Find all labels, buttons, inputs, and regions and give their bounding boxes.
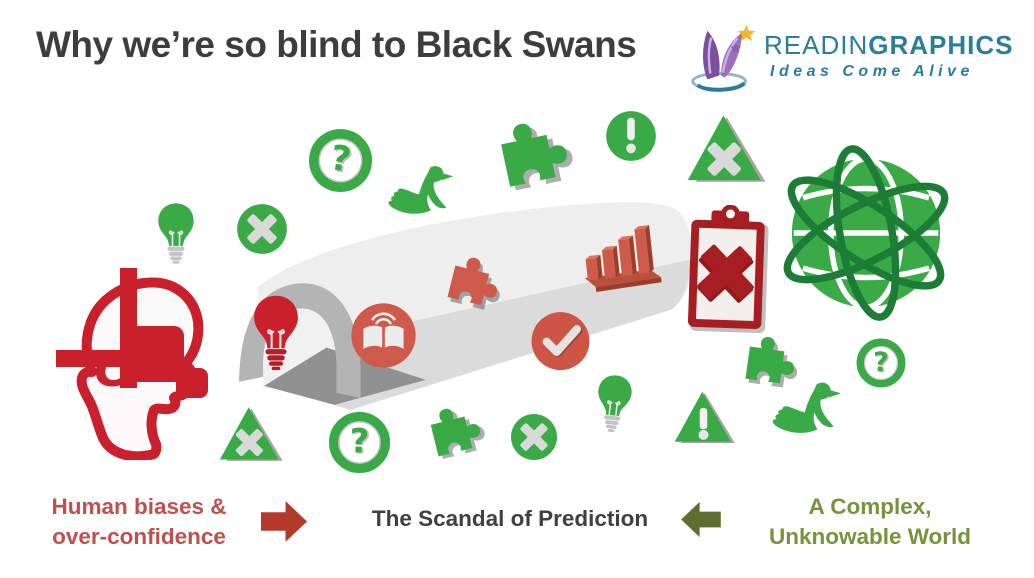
bar-chart-icon <box>575 220 665 294</box>
brand-logo: READINGRAPHICS Ideas Come Alive <box>684 16 1024 100</box>
question-ring-icon <box>303 123 379 199</box>
page-title: Why we’re so blind to Black Swans <box>36 24 637 65</box>
clipboard-x-icon <box>683 204 774 336</box>
warning-triangle-icon <box>671 387 736 449</box>
blindfolded-head-icon <box>56 264 216 460</box>
label-scandal-of-prediction: The Scandal of Prediction <box>371 506 649 531</box>
exclamation-circle-icon <box>604 109 658 163</box>
label-human-biases-line2: over-confidence <box>52 524 226 549</box>
brand-name: READINGRAPHICS <box>764 30 1014 61</box>
brand-logo-icon <box>684 18 762 98</box>
right-arrow-icon <box>261 500 308 543</box>
brand-name-regular: READIN <box>764 30 869 60</box>
lightbulb-icon <box>154 202 198 270</box>
brand-name-bold: GRAPHICS <box>868 30 1014 60</box>
puzzle-icon <box>484 103 579 200</box>
brand-tagline: Ideas Come Alive <box>770 63 974 80</box>
left-arrow-icon <box>677 501 724 538</box>
swan-icon <box>770 380 844 442</box>
check-circle-icon <box>527 309 594 372</box>
question-ring-icon <box>327 410 392 475</box>
triangle-x-icon <box>683 112 767 190</box>
label-complex-world-line2: Unknowable World <box>768 524 972 549</box>
open-book-circle-icon <box>350 302 417 369</box>
label-complex-world-line1: A Complex, <box>808 494 932 519</box>
lightbulb-icon <box>587 372 640 441</box>
red-lightbulb-icon <box>249 294 303 378</box>
label-complex-world: A Complex, Unknowable World <box>740 492 1000 552</box>
globe-orbits-icon <box>773 144 959 322</box>
circle-x-icon <box>509 412 559 462</box>
triangle-x-icon <box>216 404 284 468</box>
label-human-biases: Human biases & over-confidence <box>26 492 252 552</box>
question-ring-icon <box>855 337 907 389</box>
label-human-biases-line1: Human biases & <box>51 494 227 519</box>
